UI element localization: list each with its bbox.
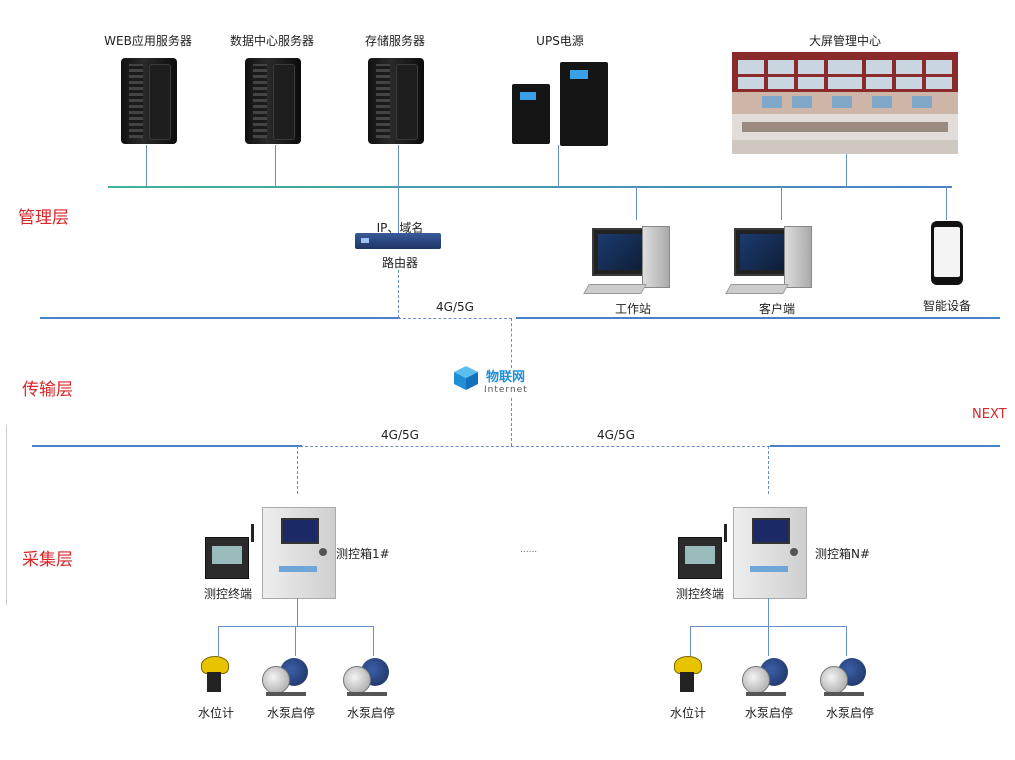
next-link[interactable]: NEXT — [972, 407, 1007, 422]
ups-large-icon — [560, 62, 608, 146]
router-uplink-dashed — [398, 270, 399, 318]
site1-pump1-label: 水泵启停 — [266, 706, 315, 720]
ip-domain-label: IP、域名 — [376, 221, 424, 235]
site1-pump2-link — [373, 626, 374, 656]
site1-cabinet-icon — [262, 507, 336, 599]
site1-trunk — [297, 598, 298, 626]
transport-line-bottom-right — [770, 445, 1000, 447]
workstation-link — [636, 186, 637, 220]
siten-pump1-label: 水泵启停 — [744, 706, 793, 720]
client-label: 客户端 — [758, 302, 795, 316]
smartphone-icon — [931, 221, 963, 285]
layer-label-management: 管理层 — [18, 208, 69, 228]
workstation-tower-icon — [642, 226, 670, 288]
site1-branch — [218, 626, 374, 627]
site1-dashed-drop — [297, 446, 298, 494]
siten-pump1-icon — [742, 656, 788, 696]
workstation-monitor-icon — [592, 228, 650, 276]
storage-server-icon — [368, 58, 424, 144]
smart-device-link — [946, 186, 947, 220]
web-server-icon — [121, 58, 177, 144]
siten-pump2-link — [846, 626, 847, 656]
big-screen-link — [846, 154, 847, 187]
ups-label: UPS电源 — [536, 34, 584, 48]
client-keyboard-icon — [725, 284, 789, 294]
site1-pump1-icon — [262, 656, 308, 696]
web-server-label: WEB应用服务器 — [104, 34, 192, 48]
iot-subtitle: Internet — [484, 385, 528, 395]
link-label-right: 4G/5G — [597, 428, 635, 442]
site1-pump2-label: 水泵启停 — [346, 706, 395, 720]
sites-ellipsis: ...... — [520, 545, 538, 555]
site1-box-label: 测控箱1# — [336, 547, 390, 561]
siten-pump1-link — [768, 626, 769, 656]
site1-pump1-link — [295, 626, 296, 656]
client-link — [781, 186, 782, 220]
site1-sensor-link — [218, 626, 219, 656]
site1-level-sensor-body — [207, 672, 221, 692]
management-bus-line — [108, 186, 952, 188]
siten-level-label: 水位计 — [669, 706, 706, 720]
link-label-left: 4G/5G — [381, 428, 419, 442]
data-center-server-label: 数据中心服务器 — [229, 34, 314, 48]
router-icon — [355, 233, 441, 249]
siten-pump2-label: 水泵启停 — [825, 706, 874, 720]
left-divider — [6, 425, 7, 605]
ups-small-icon — [512, 84, 550, 144]
storage-server-label: 存储服务器 — [364, 34, 425, 48]
layer-label-acquisition: 采集层 — [22, 550, 73, 570]
transport-line-bottom-left — [32, 445, 302, 447]
smart-device-label: 智能设备 — [922, 299, 971, 313]
data-center-link — [275, 145, 276, 187]
client-tower-icon — [784, 226, 812, 288]
iot-cube-icon — [452, 364, 480, 392]
transport-line-top-right — [516, 317, 1000, 319]
site1-pump2-icon — [343, 656, 389, 696]
siten-dashed-drop — [768, 446, 769, 494]
video-wall-image — [732, 52, 958, 154]
layer-label-transport: 传输层 — [22, 380, 73, 400]
client-monitor-icon — [734, 228, 792, 276]
siten-sensor-link — [690, 626, 691, 656]
siten-pump2-icon — [820, 656, 866, 696]
workstation-label: 工作站 — [614, 302, 651, 316]
siten-level-sensor-body — [680, 672, 694, 692]
siten-terminal-label: 测控终端 — [675, 587, 724, 601]
siten-cabinet-icon — [733, 507, 807, 599]
workstation-keyboard-icon — [583, 284, 647, 294]
big-screen-label: 大屏管理中心 — [808, 34, 881, 48]
siten-trunk — [768, 598, 769, 626]
site1-terminal-icon — [205, 524, 254, 579]
bottom-wireless-dashed — [300, 446, 770, 447]
top-wireless-dashed — [398, 318, 512, 319]
site1-terminal-label: 测控终端 — [203, 587, 252, 601]
data-center-server-icon — [245, 58, 301, 144]
siten-box-label: 测控箱N# — [815, 547, 871, 561]
iot-title: 物联网 — [486, 370, 526, 385]
web-server-link — [146, 145, 147, 187]
transport-line-top-left — [40, 317, 400, 319]
storage-router-link — [398, 145, 399, 235]
siten-terminal-icon — [678, 524, 727, 579]
iot-up-dashed — [511, 318, 512, 368]
site1-level-label: 水位计 — [197, 706, 234, 720]
ups-link — [558, 145, 559, 187]
link-label-top: 4G/5G — [436, 300, 474, 314]
iot-down-dashed — [511, 398, 512, 446]
router-label: 路由器 — [381, 256, 418, 270]
